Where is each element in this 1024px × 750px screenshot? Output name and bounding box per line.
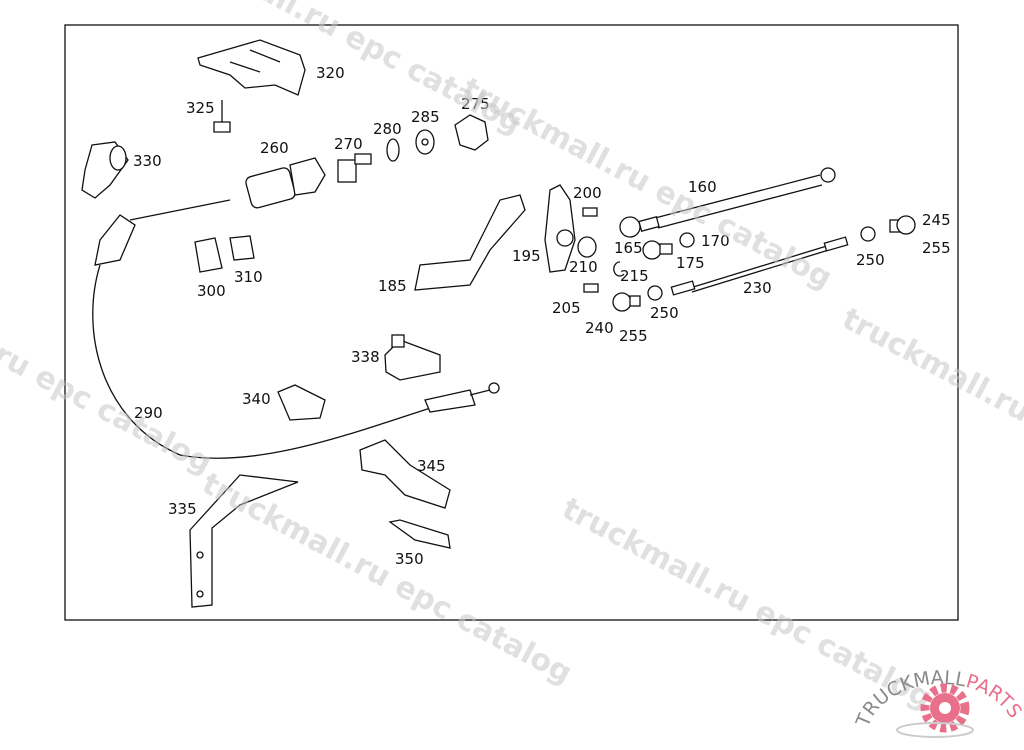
- part-165-balljoint: [642, 240, 673, 260]
- callout-335: 335: [168, 500, 197, 518]
- callout-320: 320: [316, 64, 345, 82]
- part-335-bracket: [189, 474, 299, 608]
- callout-290: 290: [134, 404, 163, 422]
- callout-285: 285: [411, 108, 440, 126]
- part-350-cover: [388, 519, 451, 549]
- part-215-clip: [613, 261, 625, 277]
- part-200-bolt: [582, 207, 598, 217]
- part-170-nut: [679, 232, 695, 248]
- callout-275: 275: [461, 95, 490, 113]
- part-338-bracket: [384, 334, 441, 381]
- callout-270: 270: [334, 135, 363, 153]
- part-240-balljoint: [612, 292, 641, 312]
- callout-255: 255: [922, 239, 951, 257]
- part-285-nut: [415, 129, 435, 155]
- callout-280: 280: [373, 120, 402, 138]
- callout-210: 210: [569, 258, 598, 276]
- part-340-block: [277, 384, 326, 421]
- part-330-cap: [81, 141, 129, 199]
- callout-350: 350: [395, 550, 424, 568]
- callout-255: 255: [619, 327, 648, 345]
- watermarks: truckmall.ru epc catalog truckmall.ru ep…: [0, 0, 1024, 716]
- part-275-knob: [454, 114, 489, 151]
- callout-250: 250: [856, 251, 885, 269]
- callout-160: 160: [688, 178, 717, 196]
- callout-245: 245: [922, 211, 951, 229]
- watermark-text: truckmall.ru epc catalog: [0, 256, 218, 481]
- part-280-washer: [386, 138, 400, 162]
- callout-175: 175: [676, 254, 705, 272]
- callout-195: 195: [512, 247, 541, 265]
- part-310-clip: [229, 235, 255, 261]
- part-345-bracket: [359, 439, 451, 509]
- callout-215: 215: [620, 267, 649, 285]
- part-205-bolt: [583, 283, 599, 293]
- part-270-pin: [337, 153, 372, 183]
- callout-165: 165: [614, 239, 643, 257]
- callout-170: 170: [701, 232, 730, 250]
- part-250-nut-a: [860, 226, 876, 242]
- callout-330: 330: [133, 152, 162, 170]
- callout-250: 250: [650, 304, 679, 322]
- watermark-text: truckmall.ru epc catalog: [556, 491, 937, 716]
- callout-325: 325: [186, 99, 215, 117]
- diagram-frame: [64, 24, 959, 621]
- part-325-screw: [213, 100, 231, 133]
- watermark-text: truckmall.ru epc catalog: [196, 466, 577, 691]
- part-230-rod: [670, 236, 849, 296]
- part-300-clip: [194, 237, 223, 273]
- callout-310: 310: [234, 268, 263, 286]
- callout-338: 338: [351, 348, 380, 366]
- callout-205: 205: [552, 299, 581, 317]
- callout-240: 240: [585, 319, 614, 337]
- callout-340: 340: [242, 390, 271, 408]
- part-cable-290: [92, 199, 500, 459]
- part-210-bushing: [577, 236, 597, 258]
- part-160-rod: [619, 167, 836, 238]
- part-185-bracket: [414, 194, 526, 291]
- part-250-nut-b: [647, 285, 663, 301]
- callout-300: 300: [197, 282, 226, 300]
- part-260-housing: [245, 157, 326, 209]
- part-245-balljoint: [889, 215, 916, 235]
- part-195-lever: [544, 184, 576, 273]
- callout-185: 185: [378, 277, 407, 295]
- logo-text-parts: PARTS: [963, 670, 1024, 722]
- callout-345: 345: [417, 457, 446, 475]
- watermark-text: truckmall.ru epc catalog: [836, 301, 1024, 526]
- part-320-cover: [197, 39, 306, 96]
- callout-200: 200: [573, 184, 602, 202]
- callout-labels: 320 325 330 260 270 280 285 275 160 200 …: [133, 64, 951, 568]
- callout-230: 230: [743, 279, 772, 297]
- callout-260: 260: [260, 139, 289, 157]
- gear-icon: [896, 683, 974, 738]
